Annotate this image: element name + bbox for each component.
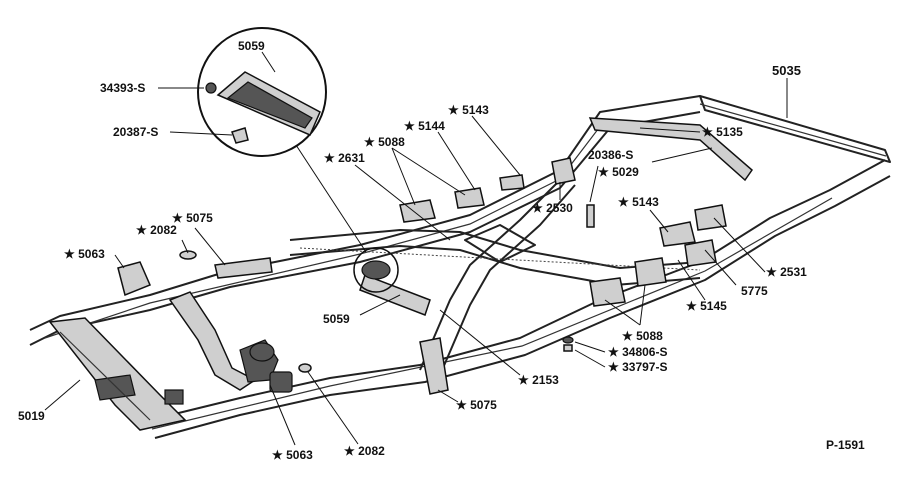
- figure-code: P-1591: [826, 438, 865, 452]
- label-5035: 5035: [772, 63, 801, 78]
- label-5029: ★ 5029: [598, 165, 639, 179]
- x-member: [289, 179, 701, 376]
- label-20386s: 20386-S: [588, 148, 633, 162]
- label-5063-lower: ★ 5063: [272, 448, 313, 462]
- label-5019: 5019: [18, 409, 45, 423]
- label-5059-frame: 5059: [323, 312, 350, 326]
- small-parts: [179, 117, 754, 395]
- label-5144: ★ 5144: [404, 119, 445, 133]
- label-5075-left: ★ 5075: [172, 211, 213, 225]
- label-5059-inset: 5059: [238, 39, 265, 53]
- front-arm-5063: [117, 261, 293, 393]
- label-5063-left: ★ 5063: [64, 247, 105, 261]
- label-2153: ★ 2153: [518, 373, 559, 387]
- label-2530: ★ 2530: [532, 201, 573, 215]
- right-side-rail: [149, 159, 891, 439]
- label-20387s: 20387-S: [113, 125, 158, 139]
- label-5143-right: ★ 5143: [618, 195, 659, 209]
- leader-lines: [44, 51, 788, 446]
- label-5145: ★ 5145: [686, 299, 727, 313]
- part-labels: 5059 34393-S 20387-S 5035 ★ 5143 ★ 5144 …: [18, 39, 865, 462]
- label-5775: 5775: [741, 284, 768, 298]
- label-5088-upper: ★ 5088: [364, 135, 405, 149]
- label-5143-upper: ★ 5143: [448, 103, 489, 117]
- rear-cross-member: [699, 95, 891, 163]
- label-5135: ★ 5135: [702, 125, 743, 139]
- front-cross-member: [48, 317, 187, 431]
- label-5075-lower: ★ 5075: [456, 398, 497, 412]
- label-2082-left: ★ 2082: [136, 223, 177, 237]
- label-2631: ★ 2631: [324, 151, 365, 165]
- label-34393s: 34393-S: [100, 81, 145, 95]
- label-2082-lower: ★ 2082: [344, 444, 385, 458]
- label-5088-lower: ★ 5088: [622, 329, 663, 343]
- detail-inset: [197, 27, 399, 293]
- label-33797s: ★ 33797-S: [608, 360, 667, 374]
- label-2531: ★ 2531: [766, 265, 807, 279]
- label-34806s: ★ 34806-S: [608, 345, 667, 359]
